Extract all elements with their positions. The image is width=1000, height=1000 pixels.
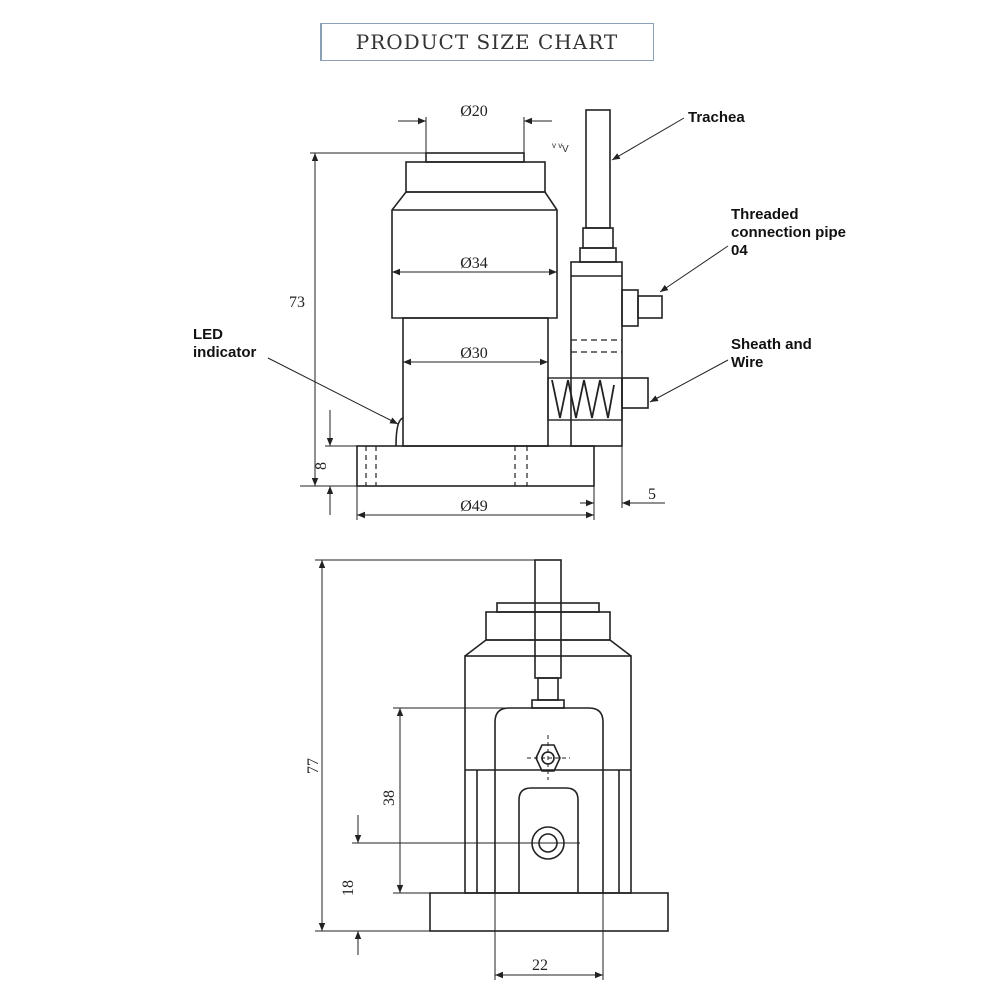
chart-title-text: PRODUCT SIZE CHART <box>355 30 619 54</box>
dim-h77: 77 <box>305 758 322 774</box>
dim-w5: 5 <box>648 486 656 503</box>
dim-d20: Ø20 <box>460 103 488 120</box>
front-housing <box>494 707 604 893</box>
dim-h38: 38 <box>381 790 398 806</box>
threaded-pipe-label-line1: Threaded <box>731 206 799 223</box>
sheath-wire-label-line1: Sheath and <box>731 336 812 353</box>
top-cap <box>405 161 546 193</box>
threaded-pipe-label: Threaded connection pipe 04 <box>731 206 846 260</box>
top-plunger <box>425 152 525 163</box>
trachea-label: Trachea <box>688 109 745 126</box>
front-body <box>464 655 632 894</box>
side-view: v v V <box>356 109 663 487</box>
threaded-pipe-label-line2: connection pipe <box>731 224 847 241</box>
trachea-rod <box>585 109 611 229</box>
front-trachea-rod <box>534 559 562 679</box>
sheath-fitting <box>621 377 649 409</box>
dim-d30: Ø30 <box>460 345 488 362</box>
led-indicator-label-line1: LED <box>193 326 223 343</box>
lower-body <box>402 317 549 447</box>
dim-w22: 22 <box>532 957 548 974</box>
dim-d49: Ø49 <box>460 498 488 515</box>
threaded-pipe-label-line3: 04 <box>731 242 748 259</box>
dim-d34: Ø34 <box>460 255 488 272</box>
side-housing <box>570 261 623 447</box>
sheath-wire-label: Sheath and Wire <box>731 336 812 372</box>
threaded-fitting <box>637 295 663 319</box>
front-cap <box>464 639 632 657</box>
spring <box>551 379 615 419</box>
title-accent <box>319 22 328 61</box>
led-indicator-label-line2: indicator <box>193 344 257 361</box>
base-plate <box>356 445 595 487</box>
hex-nut <box>535 744 561 772</box>
chart-title: PRODUCT SIZE CHART <box>319 22 654 61</box>
dim-h73: 73 <box>289 294 305 311</box>
front-view <box>429 559 669 932</box>
dim-h18: 18 <box>340 880 357 896</box>
sheath-wire-label-line2: Wire <box>731 354 764 371</box>
front-base <box>429 892 669 932</box>
svg-text:v v: v v <box>552 141 562 150</box>
svg-text:V: V <box>562 144 569 155</box>
led-indicator-label: LED indicator <box>193 326 256 362</box>
trachea-collar <box>582 227 614 249</box>
dim-h8: 8 <box>313 462 330 470</box>
